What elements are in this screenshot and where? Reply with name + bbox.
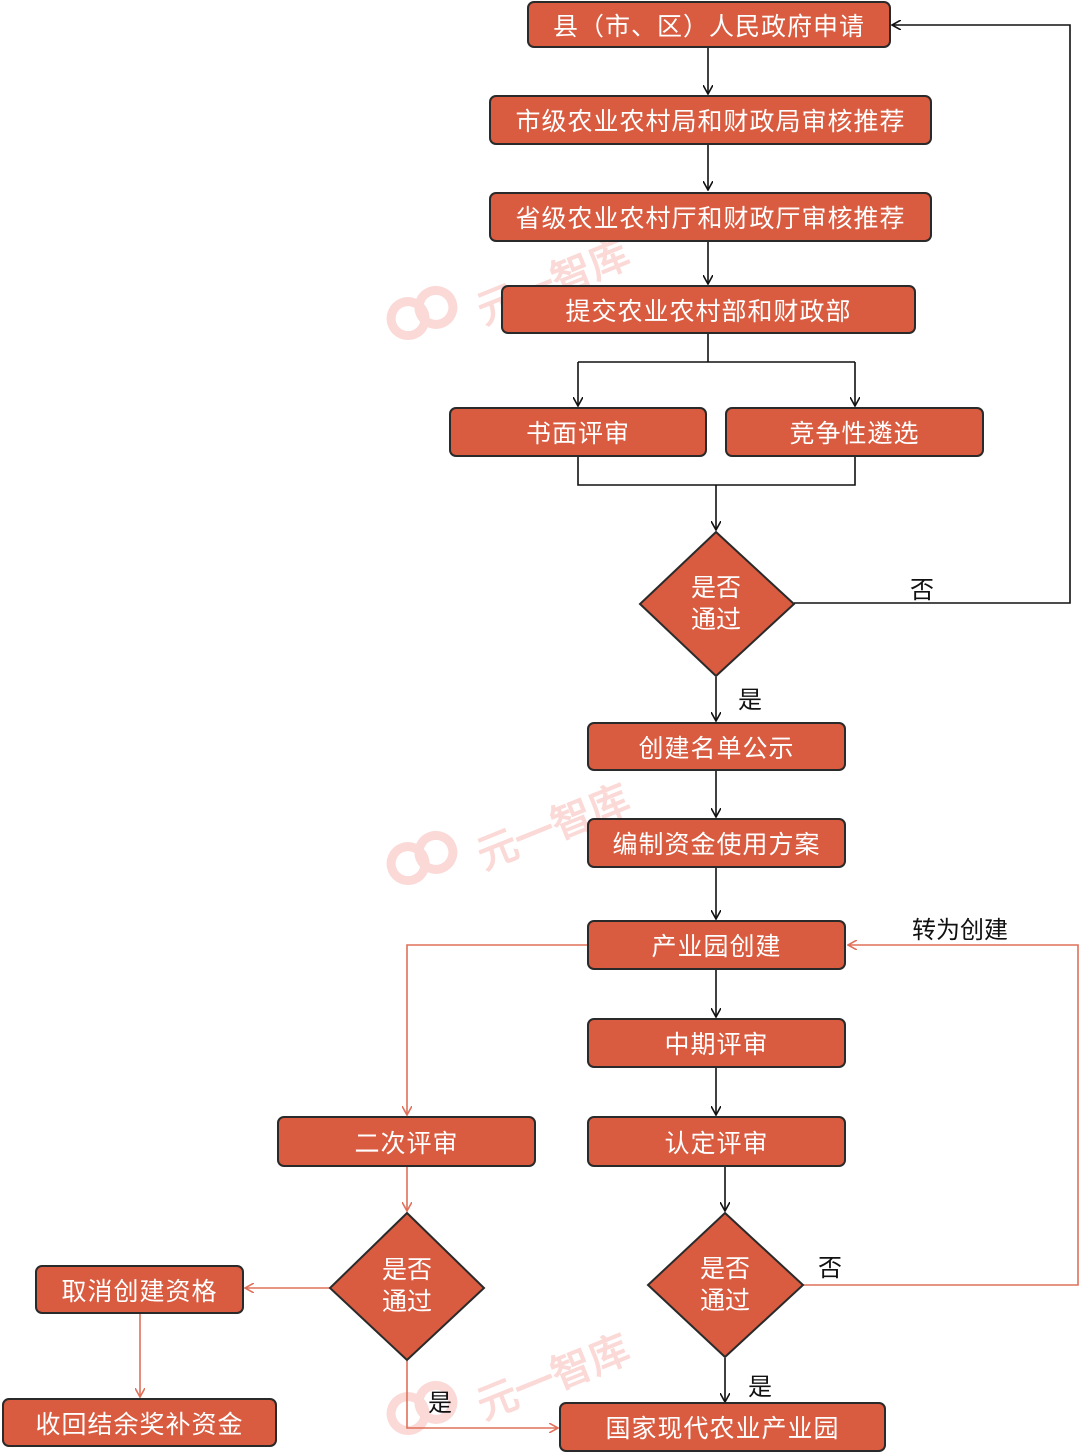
decision-label-2: 是否 通过: [665, 1253, 785, 1317]
node-recover-funds: 收回结余奖补资金: [2, 1398, 277, 1447]
decision-diamond-1: [638, 530, 796, 678]
node-submit-ministry: 提交农业农村部和财政部: [501, 285, 916, 334]
edge-merge: [577, 457, 856, 486]
decision-diamond-3: [328, 1211, 486, 1362]
node-midterm-review: 中期评审: [587, 1018, 846, 1068]
edge-label-d3-yes: 是: [428, 1389, 452, 1417]
edge-label-d1-yes: 是: [738, 686, 762, 714]
edge-label-d1-no: 否: [910, 576, 934, 604]
node-second-review: 二次评审: [277, 1116, 536, 1167]
decision-label-line: 通过: [381, 1287, 432, 1316]
node-province-review: 省级农业农村厅和财政厅审核推荐: [489, 192, 932, 242]
watermark-logo-icon: [386, 1380, 458, 1436]
node-cancel-qualification: 取消创建资格: [35, 1265, 244, 1314]
node-park-construction: 产业园创建: [587, 920, 846, 970]
edge-label-convert: 转为创建: [912, 916, 1008, 944]
node-national-park: 国家现代农业产业园: [559, 1402, 886, 1452]
node-city-review: 市级农业农村局和财政局审核推荐: [489, 95, 932, 145]
decision-label-1: 是否 通过: [656, 572, 776, 636]
decision-label-line: 是否: [690, 573, 741, 602]
edge-park-second: [407, 944, 588, 1115]
node-competitive-selection: 竞争性遴选: [725, 407, 984, 457]
watermark-logo-icon: [386, 830, 458, 886]
node-written-review: 书面评审: [449, 407, 707, 457]
decision-label-line: 是否: [699, 1254, 750, 1283]
decision-label-line: 是否: [381, 1255, 432, 1284]
decision-label-line: 通过: [699, 1286, 750, 1315]
edge-label-d2-no: 否: [818, 1254, 842, 1282]
edge-d3-yes: [406, 1361, 558, 1428]
decision-label-3: 是否 通过: [347, 1254, 467, 1318]
decision-label-line: 通过: [690, 605, 741, 634]
edge-label-d2-yes: 是: [748, 1373, 772, 1401]
node-county-application: 县（市、区）人民政府申请: [527, 1, 891, 48]
edge-d2-no: [803, 945, 1079, 1286]
node-fund-plan: 编制资金使用方案: [587, 818, 846, 868]
node-certify-review: 认定评审: [587, 1116, 846, 1167]
node-publicity: 创建名单公示: [587, 722, 846, 771]
watermark-logo-icon: [386, 285, 458, 341]
decision-diamond-2: [646, 1211, 805, 1359]
edge-d1-no: [794, 25, 1071, 604]
